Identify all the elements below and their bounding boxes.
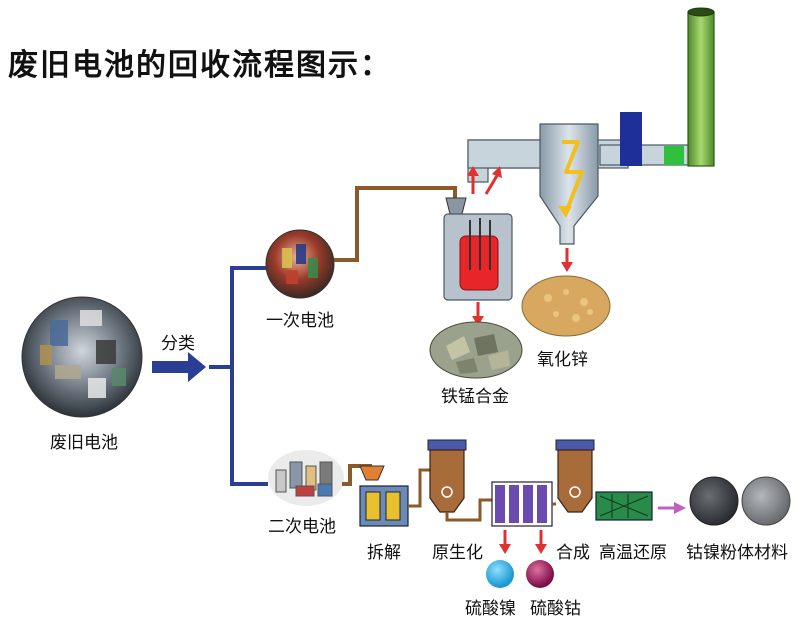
waste-battery-detail (40, 310, 126, 398)
product-arrow (658, 502, 686, 514)
label-nickel-sulfate: 硫酸镍 (465, 599, 516, 619)
secondary-battery-image (268, 450, 344, 506)
fe-mn-alloy-chunks (446, 334, 510, 374)
label-high-temp-reduction: 高温还原 (599, 543, 667, 563)
page-title: 废旧电池的回收流程图示： (8, 48, 392, 83)
label-dismantle: 拆解 (367, 543, 401, 563)
reduction-kiln (595, 491, 653, 521)
fan-green-block (664, 146, 684, 165)
zinc-oxide-image (521, 275, 611, 337)
dismantle-to-reactor-pipe (408, 468, 430, 508)
furnace-out-arrow (472, 302, 484, 326)
synthesis-stirrer (569, 486, 581, 498)
primary-battery-detail (282, 244, 318, 284)
dismantler-funnel (359, 465, 385, 481)
reactor-to-tank-pipe (445, 498, 492, 522)
label-regeneration: 原生化 (432, 543, 483, 563)
nickel-sulfate-powder (486, 560, 514, 588)
regeneration-reactor-cap (427, 439, 467, 451)
regeneration-reactor (429, 449, 465, 513)
dismantler-panel-1 (365, 491, 381, 521)
filter-blue-block (620, 112, 642, 166)
label-synthesis: 合成 (556, 543, 590, 563)
classify-arrow (152, 352, 206, 382)
label-primary-battery: 一次电池 (266, 311, 334, 331)
nickel-sulfate-arrow (499, 530, 511, 554)
branch-line-primary (209, 266, 266, 369)
branch-line-secondary (230, 367, 268, 486)
primary-feed-pipe (334, 186, 457, 262)
regeneration-stirrer (441, 486, 453, 498)
synthesis-reactor-cap (555, 439, 595, 451)
gas-out-arrow-2 (484, 166, 502, 195)
cyclone-out-arrow (561, 248, 573, 272)
gas-out-arrow-1 (467, 166, 479, 194)
label-classify: 分类 (161, 334, 195, 354)
label-co-ni-powder: 钴镍粉体材料 (686, 543, 788, 563)
cyclone-lightning (562, 140, 584, 213)
label-secondary-battery: 二次电池 (268, 517, 336, 537)
tank-array (491, 481, 553, 527)
furnace-hopper (445, 197, 467, 215)
cyclone-separator (539, 123, 599, 245)
co-ni-powder-light (741, 476, 791, 526)
synthesis-reactor (557, 449, 593, 513)
label-fe-mn-alloy: 铁锰合金 (441, 387, 509, 407)
label-waste-battery: 废旧电池 (50, 433, 118, 453)
chimney-top (687, 7, 715, 17)
label-cobalt-sulfate: 硫酸钴 (530, 599, 581, 619)
chimney (687, 11, 715, 167)
co-ni-powder-dark (689, 476, 739, 526)
cobalt-sulfate-arrow (535, 530, 547, 554)
cyclone-lightning-tip (558, 206, 572, 218)
dismantler-panel-2 (385, 491, 401, 521)
zinc-oxide-texture (544, 289, 593, 322)
label-zinc-oxide: 氧化锌 (537, 350, 588, 370)
cobalt-sulfate-powder (526, 560, 554, 588)
